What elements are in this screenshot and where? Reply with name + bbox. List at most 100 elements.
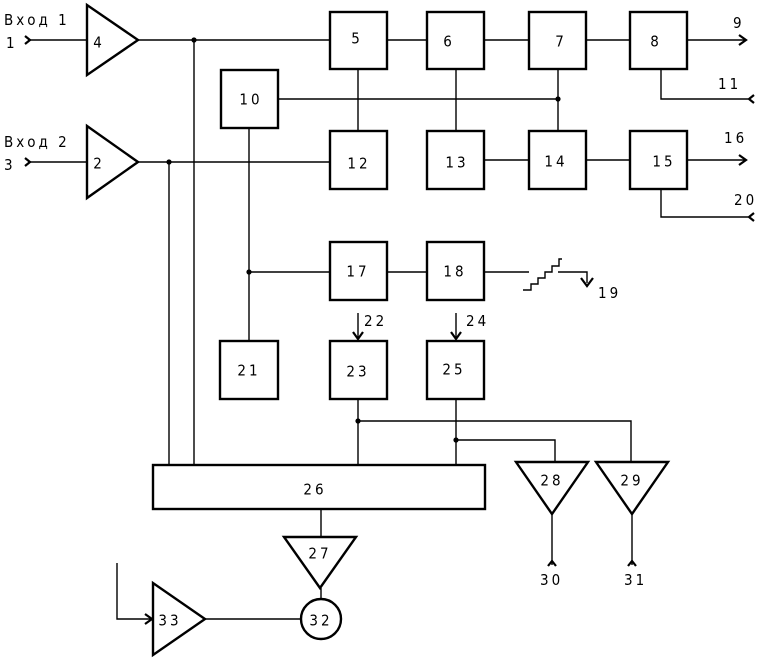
block-rect xyxy=(328,10,389,71)
amplifier-triangle xyxy=(85,2,141,78)
amplifier-29: 29 xyxy=(593,460,671,517)
terminal-label-22: 22 xyxy=(364,312,387,330)
block-18: 18 xyxy=(425,240,486,302)
circle-label: 32 xyxy=(309,612,332,630)
amplifier-2: 2 xyxy=(85,123,141,201)
amplifier-label: 29 xyxy=(620,472,643,490)
amplifier-4: 4 xyxy=(85,2,141,78)
input-chevron-icon xyxy=(747,94,755,104)
amplifier-28: 28 xyxy=(513,460,591,517)
staircase-icon xyxy=(523,258,562,291)
block-7: 7 xyxy=(527,10,588,71)
terminal-label-30: 30 xyxy=(540,571,563,589)
amplifier-triangle xyxy=(281,535,359,591)
switch-arm xyxy=(558,271,588,283)
terminal-label-16: 16 xyxy=(724,129,747,147)
block-label: 14 xyxy=(544,153,567,171)
amplifier-33: 33 xyxy=(151,580,208,658)
input-chevron-icon xyxy=(547,559,557,567)
input1-caption: Вход 1 xyxy=(4,11,70,29)
summing-circle xyxy=(299,597,343,641)
amplifier-triangle xyxy=(593,460,671,517)
block-5: 5 xyxy=(328,10,389,71)
block-rect xyxy=(425,240,486,302)
amplifier-label: 33 xyxy=(158,612,181,630)
block-rect xyxy=(328,240,389,302)
junction-dot xyxy=(453,437,459,443)
block-label: 10 xyxy=(239,91,262,109)
step-switch-19 xyxy=(523,258,594,291)
amplifier-triangle xyxy=(513,460,591,517)
block-rect xyxy=(628,129,689,191)
block-25: 25 xyxy=(425,339,486,401)
block-label: 12 xyxy=(347,155,370,173)
block-rect xyxy=(527,10,588,71)
block-21: 21 xyxy=(218,339,280,401)
block-label: 26 xyxy=(303,481,326,499)
block-26: 26 xyxy=(151,463,487,511)
wire-in-33 xyxy=(116,563,152,620)
junction-dot xyxy=(191,37,197,43)
terminal-label-11: 11 xyxy=(718,75,741,93)
terminal-label-20: 20 xyxy=(734,191,757,209)
node-32: 32 xyxy=(299,597,343,641)
wire-15-in20 xyxy=(660,189,748,218)
amplifier-triangle xyxy=(151,580,208,658)
amplifier-label: 27 xyxy=(308,545,331,563)
block-label: 18 xyxy=(443,263,466,281)
wire-8-in11 xyxy=(660,69,748,100)
input2-caption: Вход 2 xyxy=(4,133,70,151)
block-label: 23 xyxy=(346,363,369,381)
wires xyxy=(28,39,748,620)
input-chevron-icon xyxy=(747,212,755,222)
block-17: 17 xyxy=(328,240,389,302)
block-label: 7 xyxy=(555,33,567,51)
terminal-label-31: 31 xyxy=(624,571,647,589)
block-label: 15 xyxy=(652,153,675,171)
terminal-label-19: 19 xyxy=(598,284,621,302)
amplifier-label: 28 xyxy=(540,472,563,490)
arrow-down-icon xyxy=(580,277,594,288)
block-rect xyxy=(425,339,486,401)
input-chevron-icon xyxy=(627,559,637,567)
output-arrow-icon xyxy=(738,34,748,46)
block-label: 13 xyxy=(445,154,468,172)
block-rect xyxy=(328,129,389,191)
arrow-down-icon xyxy=(450,331,462,341)
terminal-arrows xyxy=(24,34,755,625)
terminal-label-24: 24 xyxy=(466,312,489,330)
block-label: 6 xyxy=(443,33,455,51)
output-arrow-icon xyxy=(738,154,748,166)
block-rect xyxy=(425,10,486,71)
wire-23-29 xyxy=(358,420,632,462)
block-label: 17 xyxy=(346,263,369,281)
block-rect xyxy=(151,463,487,511)
amplifier-triangle xyxy=(85,123,141,201)
input2-terminal-label: 3 xyxy=(4,156,16,174)
text-labels: Вход 1 1 Вход 2 3 9 11 16 20 19 22 24 30… xyxy=(4,11,757,589)
block-label: 5 xyxy=(351,30,363,48)
block-23: 23 xyxy=(328,339,389,401)
amplifier-27: 27 xyxy=(281,535,359,591)
block-rect xyxy=(328,339,389,401)
block-label: 25 xyxy=(442,361,465,379)
arrow-down-icon xyxy=(352,331,364,341)
block-label: 21 xyxy=(237,362,260,380)
junction-dot xyxy=(355,418,361,424)
block-rect xyxy=(425,129,486,191)
amplifier-label: 4 xyxy=(93,34,105,52)
block-rect xyxy=(218,339,280,401)
junction-dot xyxy=(166,159,172,165)
block-rect xyxy=(219,68,280,130)
block-15: 15 xyxy=(628,129,689,191)
block-8: 8 xyxy=(628,10,689,71)
amplifier-label: 2 xyxy=(93,155,105,173)
junctions xyxy=(166,37,561,443)
input-chevron-icon xyxy=(24,157,32,167)
block-label: 8 xyxy=(650,33,662,51)
junction-dot xyxy=(555,96,561,102)
terminal-label-9: 9 xyxy=(733,14,745,32)
block-13: 13 xyxy=(425,129,486,191)
block-rect xyxy=(628,10,689,71)
